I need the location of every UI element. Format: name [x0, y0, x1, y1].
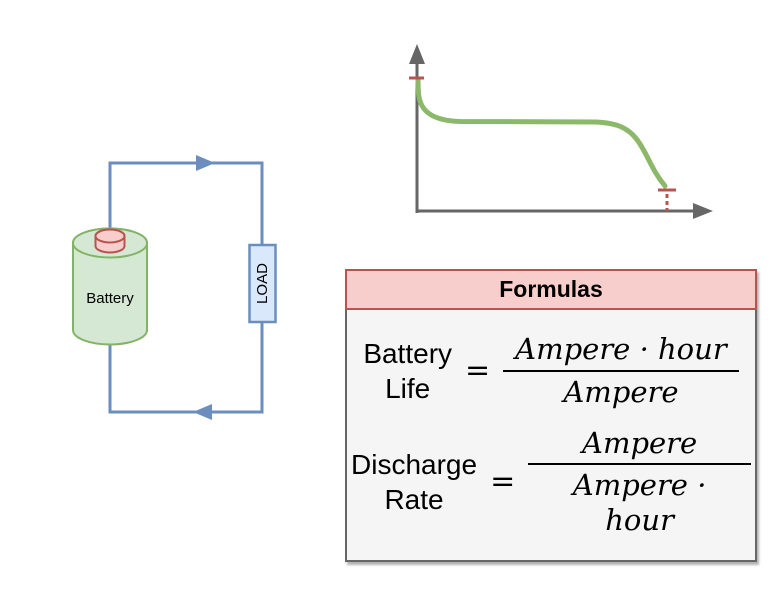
equals-sign: =: [490, 464, 516, 500]
fraction: Ampere · hour Ampere: [503, 332, 739, 410]
fraction-numerator: Ampere · hour: [515, 332, 727, 366]
formulas-body: Battery Life = Ampere · hour Ampere Disc…: [345, 310, 757, 562]
wire-top: [108, 161, 264, 246]
fraction-denominator: Ampere · hour: [572, 468, 707, 538]
formula-label-line2: Life: [385, 372, 431, 404]
fraction-bar: [528, 463, 751, 466]
formula-label-line1: Discharge: [351, 448, 478, 480]
current-arrow-left-icon: [193, 404, 212, 420]
formula-row-discharge-rate: Discharge Rate = Ampere Ampere · hour: [351, 426, 751, 538]
fraction-denominator: Ampere: [563, 374, 679, 409]
battery-terminal: [94, 228, 126, 254]
load: LOAD: [248, 243, 277, 324]
wire-bottom: [108, 321, 264, 414]
discharge-curve: [415, 76, 668, 189]
circuit: Battery LOAD: [72, 155, 277, 420]
equals-sign: =: [465, 353, 491, 389]
formulas-header: Formulas: [345, 269, 757, 310]
formula-label: Battery Life: [363, 336, 452, 407]
formulas-title: Formulas: [499, 276, 603, 302]
battery: Battery: [72, 227, 148, 346]
y-axis-arrow-icon: [409, 44, 425, 64]
fraction: Ampere Ampere · hour: [528, 426, 751, 538]
x-axis-arrow-icon: [693, 203, 713, 219]
battery-label: Battery: [86, 290, 134, 307]
terminal-top-face: [94, 228, 126, 244]
load-box: [248, 243, 277, 324]
current-arrow-right-icon: [196, 155, 215, 171]
formulas-panel: Formulas Battery Life = Ampere · hour Am…: [345, 269, 757, 562]
load-label: LOAD: [254, 263, 271, 304]
formula-row-battery-life: Battery Life = Ampere · hour Ampere: [351, 332, 751, 410]
discharge-graph: [409, 44, 713, 219]
fraction-numerator: Ampere: [582, 425, 698, 460]
formula-label: Discharge Rate: [351, 447, 477, 518]
formula-label-line2: Rate: [384, 483, 444, 515]
fraction-bar: [503, 369, 739, 372]
formula-label-line1: Battery: [363, 337, 453, 369]
